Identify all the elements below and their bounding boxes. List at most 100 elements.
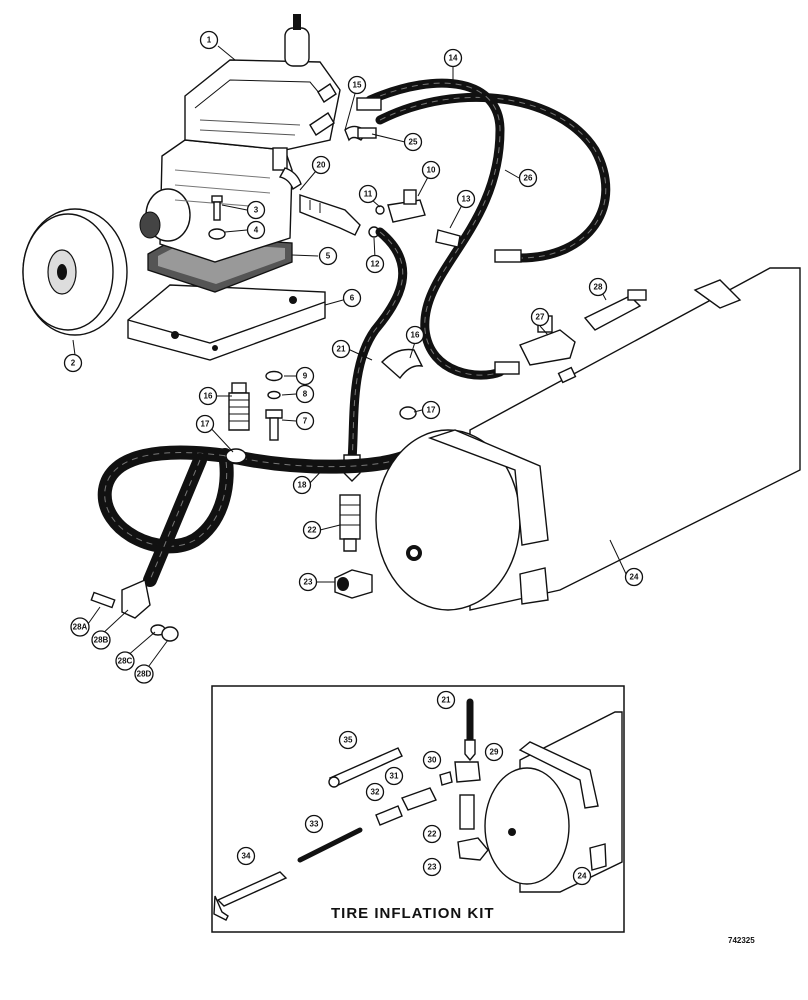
inset-callout-29: 29: [484, 742, 504, 762]
svg-text:30: 30: [428, 756, 437, 765]
svg-text:31: 31: [390, 772, 399, 781]
svg-text:21: 21: [337, 345, 346, 354]
svg-text:22: 22: [428, 830, 437, 839]
clamp-17b: [399, 406, 417, 420]
inset-callout-31: 31: [384, 766, 404, 786]
svg-text:1: 1: [207, 36, 212, 45]
inset-fitting-31: [401, 787, 437, 811]
callout-26: 26: [518, 168, 538, 188]
svg-text:13: 13: [462, 195, 471, 204]
washer-9: [265, 370, 283, 382]
svg-text:23: 23: [428, 863, 437, 872]
inset-callout-23: 23: [422, 857, 442, 877]
callout-28d: 28D: [134, 664, 154, 684]
inset-fitting-32: [375, 805, 403, 826]
callout-28b: 28B: [91, 630, 111, 650]
leader-lines: [72, 45, 628, 875]
svg-text:7: 7: [303, 417, 308, 426]
inset-callout-33: 33: [304, 814, 324, 834]
svg-text:32: 32: [371, 788, 380, 797]
svg-text:27: 27: [536, 313, 545, 322]
callout-17-left: 17: [195, 414, 215, 434]
inset-hose-33: [297, 827, 363, 863]
elbow-15-25: [344, 125, 377, 142]
callout-27: 27: [530, 307, 550, 327]
hose-18: [97, 445, 417, 587]
svg-text:14: 14: [449, 54, 458, 63]
connector-20: [299, 194, 361, 236]
inset-callout-30: 30: [422, 750, 442, 770]
nipple-22: [339, 494, 361, 552]
callout-5: 5: [318, 246, 338, 266]
inset-callout-35: 35: [338, 730, 358, 750]
svg-text:33: 33: [310, 820, 319, 829]
callout-28c: 28C: [115, 651, 135, 671]
callout-7: 7: [295, 411, 315, 431]
svg-text:28: 28: [594, 283, 603, 292]
lockwasher-8: [267, 390, 281, 400]
callout-2: 2: [63, 353, 83, 373]
svg-text:15: 15: [353, 81, 362, 90]
callout-3: 3: [246, 200, 266, 220]
svg-text:16: 16: [204, 392, 213, 401]
inset-elbow-23: [457, 837, 489, 861]
valve-27: [519, 315, 576, 366]
svg-text:29: 29: [490, 748, 499, 757]
clamp-17a: [225, 448, 247, 464]
callout-15: 15: [347, 75, 367, 95]
inset-callout-21: 21: [436, 690, 456, 710]
svg-text:2: 2: [71, 359, 76, 368]
svg-text:28D: 28D: [137, 670, 152, 679]
callout-8: 8: [295, 384, 315, 404]
svg-text:11: 11: [364, 190, 373, 199]
inset-callout-34: 34: [236, 846, 256, 866]
air-tank: [375, 267, 801, 611]
callout-10: 10: [421, 160, 441, 180]
svg-text:6: 6: [350, 294, 355, 303]
svg-text:9: 9: [303, 372, 308, 381]
svg-text:35: 35: [344, 736, 353, 745]
svg-text:3: 3: [254, 206, 259, 215]
callout-9: 9: [295, 366, 315, 386]
fitting-11: [375, 205, 385, 215]
mounting-bolt: [208, 195, 226, 240]
inset-title: TIRE INFLATION KIT: [331, 905, 495, 922]
inset-callout-32: 32: [365, 782, 385, 802]
callout-12: 12: [365, 254, 385, 274]
callout-17-right: 17: [421, 400, 441, 420]
svg-text:22: 22: [308, 526, 317, 535]
callout-25: 25: [403, 132, 423, 152]
svg-text:28C: 28C: [118, 657, 133, 666]
callout-20: 20: [311, 155, 331, 175]
svg-text:34: 34: [242, 852, 251, 861]
svg-text:17: 17: [427, 406, 436, 415]
svg-text:10: 10: [427, 166, 436, 175]
elbow-fitting-16b: [380, 348, 424, 380]
svg-text:5: 5: [326, 252, 331, 261]
callout-28: 28: [588, 277, 608, 297]
mounting-plate: [127, 284, 326, 361]
callout-6: 6: [342, 288, 362, 308]
pulley: [22, 208, 128, 336]
svg-text:28B: 28B: [94, 636, 109, 645]
svg-text:21: 21: [442, 696, 451, 705]
air-compressor: [139, 14, 341, 263]
inset-callout-22: 22: [422, 824, 442, 844]
callout-14: 14: [443, 48, 463, 68]
svg-text:25: 25: [409, 138, 418, 147]
callout-22: 22: [302, 520, 322, 540]
valve-28: [583, 289, 647, 331]
callout-4: 4: [246, 220, 266, 240]
valve-13: [435, 229, 461, 248]
svg-text:23: 23: [304, 578, 313, 587]
bolt-7: [265, 409, 283, 441]
callout-28a: 28A: [70, 617, 90, 637]
callout-24: 24: [624, 567, 644, 587]
tire-inflation-kit-inset: TIRE INFLATION KIT: [211, 685, 625, 933]
inset-air-tank: [484, 711, 623, 893]
callout-23: 23: [298, 572, 318, 592]
callout-16-lower: 16: [198, 386, 218, 406]
svg-text:8: 8: [303, 390, 308, 399]
hose-assembly-26: [375, 92, 611, 263]
